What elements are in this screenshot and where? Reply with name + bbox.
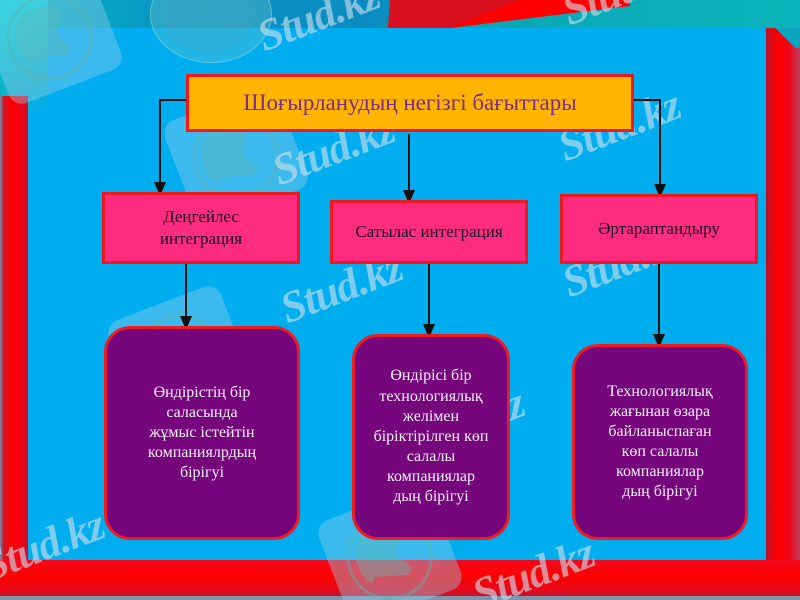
category-label-diversification: Әртараптандыру: [598, 219, 720, 239]
detail-line: компаниялар: [386, 468, 475, 486]
category-label-horizontal: Деңгейлес интеграция: [105, 206, 297, 250]
decorative-bottom-band: [0, 560, 800, 600]
category-box-vertical[interactable]: Сатылас интеграция: [330, 200, 528, 264]
category-label-line2: интеграция: [159, 229, 243, 248]
decorative-corner-teal: [0, 0, 48, 112]
detail-line: біріктірілген көп: [373, 427, 489, 445]
detail-line: желімен: [402, 407, 460, 425]
category-box-diversification[interactable]: Әртараптандыру: [560, 194, 758, 264]
detail-line: байланыспаған: [608, 422, 712, 440]
detail-line: Технологиялық: [607, 382, 713, 400]
detail-line: технологиялық: [379, 387, 483, 405]
detail-box-diversification[interactable]: Технологиялық жағынан өзара байланыспаға…: [572, 344, 748, 540]
category-label-vertical: Сатылас интеграция: [355, 222, 503, 242]
category-box-horizontal[interactable]: Деңгейлес интеграция: [102, 192, 300, 264]
detail-box-horizontal[interactable]: Өндірістің бір саласында жұмыс істейтін …: [104, 326, 300, 540]
detail-line: дың бірігуі: [622, 483, 698, 501]
decorative-red-swoosh: [330, 0, 630, 28]
detail-line: компаниялрдың: [147, 444, 257, 462]
detail-line: көп салалы: [621, 443, 699, 460]
decorative-right-band: [766, 28, 800, 600]
detail-text-horizontal: Өндірістің бір саласында жұмыс істейтін …: [117, 383, 287, 484]
decorative-right-band-notch: [766, 28, 800, 48]
detail-line: салалы: [406, 448, 456, 466]
detail-line: жұмыс істейтін: [149, 423, 255, 441]
detail-line: бірігуі: [179, 464, 225, 482]
detail-text-vertical: Өндірісі бір технологиялық желімен бірік…: [365, 366, 497, 507]
title-box[interactable]: Шоғырланудың негізгі бағыттары: [186, 74, 634, 132]
detail-line: саласында: [166, 403, 238, 421]
detail-line: компаниялар: [615, 463, 704, 481]
title-text: Шоғырланудың негізгі бағыттары: [243, 90, 577, 115]
detail-box-vertical[interactable]: Өндірісі бір технологиялық желімен бірік…: [352, 334, 510, 540]
detail-line: жағынан өзара: [609, 402, 711, 420]
detail-line: Өндірістің бір: [153, 383, 251, 401]
detail-text-diversification: Технологиялық жағынан өзара байланыспаға…: [585, 382, 735, 503]
detail-line: Өндірісі бір: [390, 367, 472, 385]
decorative-left-band: [0, 96, 28, 600]
detail-line: дың бірігуі: [393, 488, 469, 506]
category-label-line1: Деңгейлес: [163, 207, 239, 227]
decorative-bottom-edge: [0, 596, 800, 600]
